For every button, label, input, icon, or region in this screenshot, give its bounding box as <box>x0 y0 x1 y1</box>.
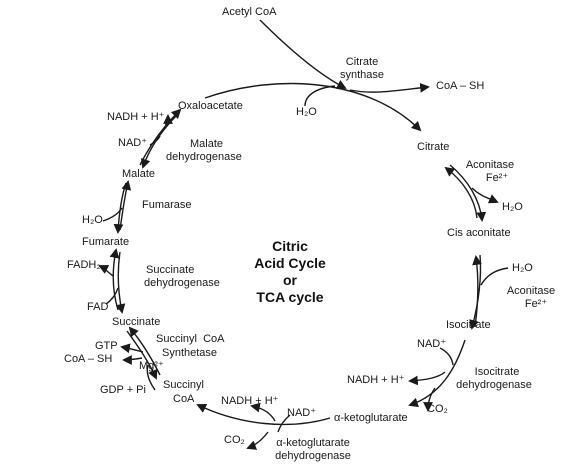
coa-sh-release-arrow <box>349 82 430 93</box>
cofactor-nadh-malate: NADH + H⁺ <box>107 111 165 123</box>
cofactor-coa-sh-top: CoA – SH <box>436 80 485 92</box>
cofactor-nad-isocitrate: NAD⁺ <box>417 338 447 350</box>
h2o-out-aconitase-arrow <box>471 187 499 204</box>
nad-in-akg-arrow <box>277 414 291 433</box>
nadh-out-malate-arrow <box>163 114 173 129</box>
metabolite-succinate: Succinate <box>112 316 161 328</box>
nad-in-malate-arrow <box>149 135 161 146</box>
fadh2-out-arrow <box>98 265 114 277</box>
metabolite-malate: Malate <box>122 168 156 180</box>
h2o-in-fumarase-arrow <box>102 207 123 222</box>
enzyme-isocitrate-dh-line1: Isocitrate <box>474 366 520 378</box>
nadh-out-isocitrate-arrow <box>408 371 446 386</box>
cofactor-co2-isocitrate: CO₂ <box>427 403 448 415</box>
enzyme-malate-dh-line2: dehydrogenase <box>166 151 242 163</box>
cofactor-nadh-akg: NADH + H⁺ <box>221 395 279 407</box>
metabolite-succinyl-coa-line1: Succinyl <box>163 379 204 391</box>
cofactor-gtp: GTP <box>95 340 118 352</box>
metabolite-isocitrate: Isocitrate <box>446 319 491 331</box>
h2o-input-citrate-arrow <box>304 85 336 107</box>
enzyme-akg-dh-line1: α-ketoglutarate <box>276 437 350 449</box>
enzyme-isocitrate-dh-line2: dehydrogenase <box>456 379 532 391</box>
enzyme-succinate-dh-line1: Succinate <box>146 264 195 276</box>
isocitrate-dh-arrow <box>408 339 466 408</box>
enzyme-succinyl-synthetase-line1: Succinyl CoA <box>156 333 225 345</box>
enzyme-succinyl-synthetase-line2: Synthetase <box>162 347 218 359</box>
citrate-synthase-arrow <box>204 82 422 132</box>
cofactor-h2o-aconitase-out: H₂O <box>502 201 523 213</box>
metabolite-alpha-ketoglutarate: α-ketoglutarate <box>334 412 408 424</box>
gtp-out-arrow <box>120 343 144 354</box>
cofactor-nad-akg: NAD⁺ <box>287 407 317 419</box>
enzyme-aconitase-2-line2: Fe²⁺ <box>524 298 548 310</box>
enzyme-aconitase-1-line1: Aconitase <box>465 159 515 171</box>
acetyl-coa-entry-arrow <box>259 19 347 89</box>
metabolite-acetyl-coa: Acetyl CoA <box>222 6 277 18</box>
enzyme-succinate-dh-line2: dehydrogenase <box>144 277 220 289</box>
gdp-in-arrow <box>146 364 156 391</box>
nadh-out-akg-arrow <box>250 402 276 422</box>
cofactor-fadh2: FADH₂ <box>67 259 101 271</box>
enzyme-malate-dh-line1: Malate <box>190 138 224 150</box>
cofactor-h2o-citrate: H₂O <box>296 106 317 118</box>
fumarase-reverse-arrow <box>113 182 127 234</box>
enzyme-aconitase-1-line2: Fe²⁺ <box>485 172 509 184</box>
co2-out-akg-arrow <box>246 431 269 450</box>
enzyme-citrate-synthase-line1: Citrate <box>345 56 379 68</box>
aconitase2-reverse-arrow <box>472 255 482 328</box>
cofactor-fad: FAD <box>87 301 109 313</box>
succinyl-synthetase-forward-arrow <box>128 326 161 376</box>
co2-out-isocitrate-arrow <box>423 387 436 412</box>
succinate-dh-reverse-arrow <box>115 251 126 314</box>
succinyl-synthetase-reverse-arrow <box>126 330 158 380</box>
cofactor-h2o-aconitase-in: H₂O <box>512 262 533 274</box>
enzyme-aconitase-2-line1: Aconitase <box>506 285 556 297</box>
akg-dh-arrow <box>196 403 331 426</box>
enzyme-akg-dh-line2: dehydrogenase <box>275 450 351 462</box>
metabolite-oxaloacetate: Oxaloacetate <box>178 100 243 112</box>
cofactor-coa-sh-left: CoA – SH <box>64 353 113 365</box>
aconitase-reverse-arrow <box>444 166 478 219</box>
metabolite-succinyl-coa-line2: CoA <box>173 393 195 405</box>
nad-in-isocitrate-arrow <box>439 347 454 366</box>
coa-sh-out-left-arrow <box>122 355 143 365</box>
cofactor-nad-malate: NAD⁺ <box>118 137 148 149</box>
cofactor-co2-akg: CO₂ <box>224 434 245 446</box>
enzyme-citrate-synthase-line2: synthase <box>339 69 385 81</box>
cofactor-nadh-isocitrate: NADH + H⁺ <box>347 374 405 386</box>
metabolite-fumarate: Fumarate <box>82 236 130 248</box>
fad-in-arrow <box>105 287 119 305</box>
cofactor-h2o-fumarase: H₂O <box>82 214 103 226</box>
cofactor-mg: Mg²⁺ <box>139 360 164 372</box>
succinate-dh-forward-arrow <box>109 248 120 311</box>
enzyme-fumarase: Fumarase <box>142 199 192 211</box>
center-title: Citric Acid Cycle or TCA cycle <box>254 238 326 305</box>
h2o-in-aconitase-arrow <box>480 267 509 286</box>
metabolite-citrate: Citrate <box>417 141 450 153</box>
metabolite-cis-aconitate: Cis aconitate <box>447 227 511 239</box>
cofactor-gdp-pi: GDP + Pi <box>100 384 146 396</box>
